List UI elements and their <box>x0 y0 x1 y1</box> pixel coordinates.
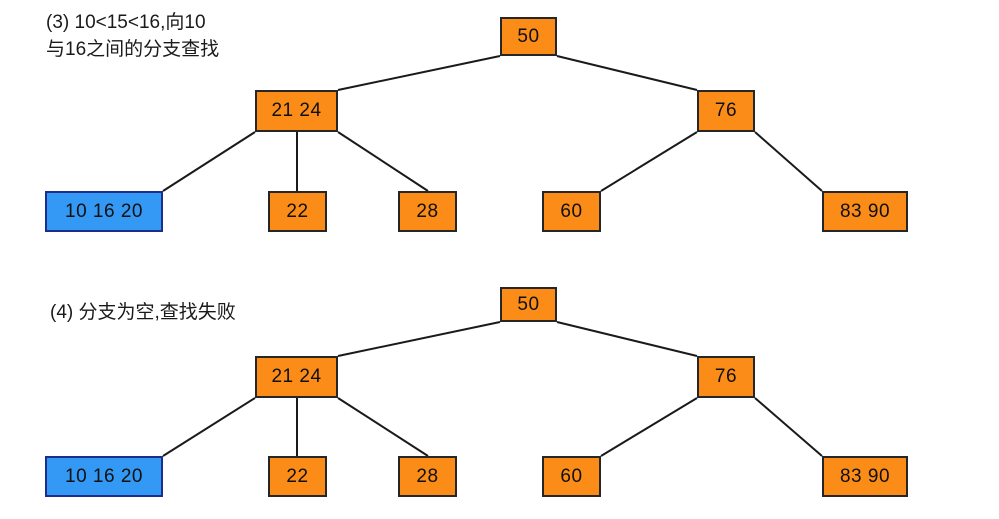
edge-innerright-to-leaf4-p3 <box>600 131 698 192</box>
edge-innerright-to-leaf5-p3 <box>754 131 823 192</box>
panel-3-node-root: 50 <box>500 17 557 56</box>
panel-3-node-inner-left: 21 24 <box>255 90 338 132</box>
panel-4-node-root: 50 <box>500 287 557 322</box>
edge-innerright-to-leaf4-p4 <box>600 397 698 457</box>
panel-3-node-leaf-28: 28 <box>398 191 457 232</box>
edge-root-to-inner-left-p3 <box>337 55 501 91</box>
panel-3-node-leaf-60: 60 <box>542 191 601 232</box>
panel-4-node-leaf-60: 60 <box>542 456 601 497</box>
panel-4-node-leaf-83-90: 83 90 <box>822 456 908 497</box>
panel-4-node-leaf-highlighted: 10 16 20 <box>45 456 163 497</box>
edge-innerleft-to-leaf1-p4 <box>162 397 256 457</box>
edge-root-to-inner-left-p4 <box>337 321 501 357</box>
panel-3-node-leaf-highlighted: 10 16 20 <box>45 191 163 232</box>
panel-4-node-leaf-28: 28 <box>398 456 457 497</box>
panel-3-node-inner-right: 76 <box>697 90 755 132</box>
panel-4-node-leaf-22: 22 <box>268 456 327 497</box>
panel-3-caption: (3) 10<15<16,向10 与16之间的分支查找 <box>46 12 220 60</box>
edge-innerleft-to-leaf3-p3 <box>337 131 429 192</box>
panel-4-node-inner-left: 21 24 <box>255 356 338 398</box>
panel-4-caption: (4) 分支为空,查找失败 <box>50 302 236 323</box>
panel-3-node-leaf-22: 22 <box>268 191 327 232</box>
edge-innerright-to-leaf5-p4 <box>754 397 823 457</box>
panel-3-node-leaf-83-90: 83 90 <box>822 191 908 232</box>
edge-root-to-inner-right-p3 <box>556 55 698 91</box>
edge-innerleft-to-leaf3-p4 <box>337 397 429 457</box>
edge-innerleft-to-leaf1-p3 <box>162 131 256 192</box>
panel-4-node-inner-right: 76 <box>697 356 755 398</box>
edge-root-to-inner-right-p4 <box>556 321 698 357</box>
